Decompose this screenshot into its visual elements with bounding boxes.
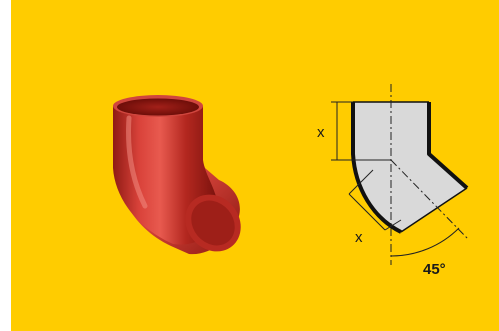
elbow-cross-section-diagram: x x 45° (317, 84, 470, 278)
angle-arc (390, 227, 460, 257)
fitting-section-fill (353, 102, 467, 232)
dimension-label-x-top: x (317, 124, 325, 141)
elbow-fitting-photo (113, 95, 241, 255)
angled-centerline (390, 159, 470, 241)
yellow-panel: x x 45° (11, 0, 499, 331)
angle-label: 45° (423, 261, 446, 278)
dimension-label-x-bottom: x (355, 229, 363, 246)
